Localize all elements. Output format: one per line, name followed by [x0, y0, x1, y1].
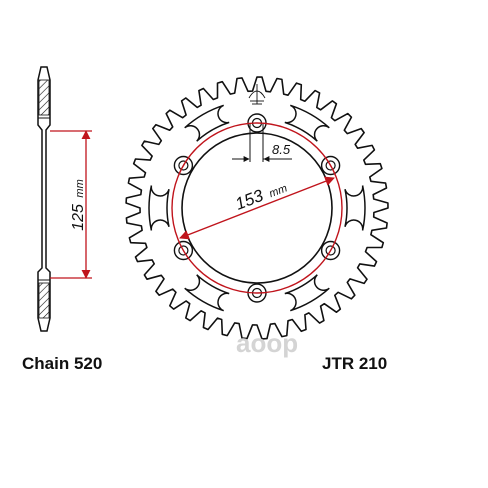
thickness-unit: mm [74, 179, 86, 197]
lightening-slot [184, 104, 230, 142]
chain-size-label: Chain 520 [22, 354, 103, 373]
profile-hatch-top [38, 79, 50, 116]
lightening-slot [148, 185, 170, 231]
watermark-logo: aoop [236, 328, 298, 358]
svg-text:125 mm: 125 mm [70, 179, 87, 230]
thickness-dimension: 125 mm [50, 130, 92, 279]
side-profile [37, 66, 51, 332]
lightening-slot [284, 274, 330, 312]
lightening-slot [344, 185, 366, 231]
bolt-hole-dimension: 8.5 [232, 124, 292, 162]
lightening-slot [284, 104, 330, 142]
tooth-detail-icon [248, 84, 266, 105]
lightening-slot [184, 274, 230, 312]
model-number-label: JTR 210 [322, 354, 388, 373]
lightening-holes [148, 104, 366, 312]
bolt-hole-value: 8.5 [272, 142, 291, 157]
profile-hatch-bottom [38, 282, 50, 319]
thickness-value: 125 [70, 204, 87, 231]
pcd-circle [171, 122, 343, 294]
